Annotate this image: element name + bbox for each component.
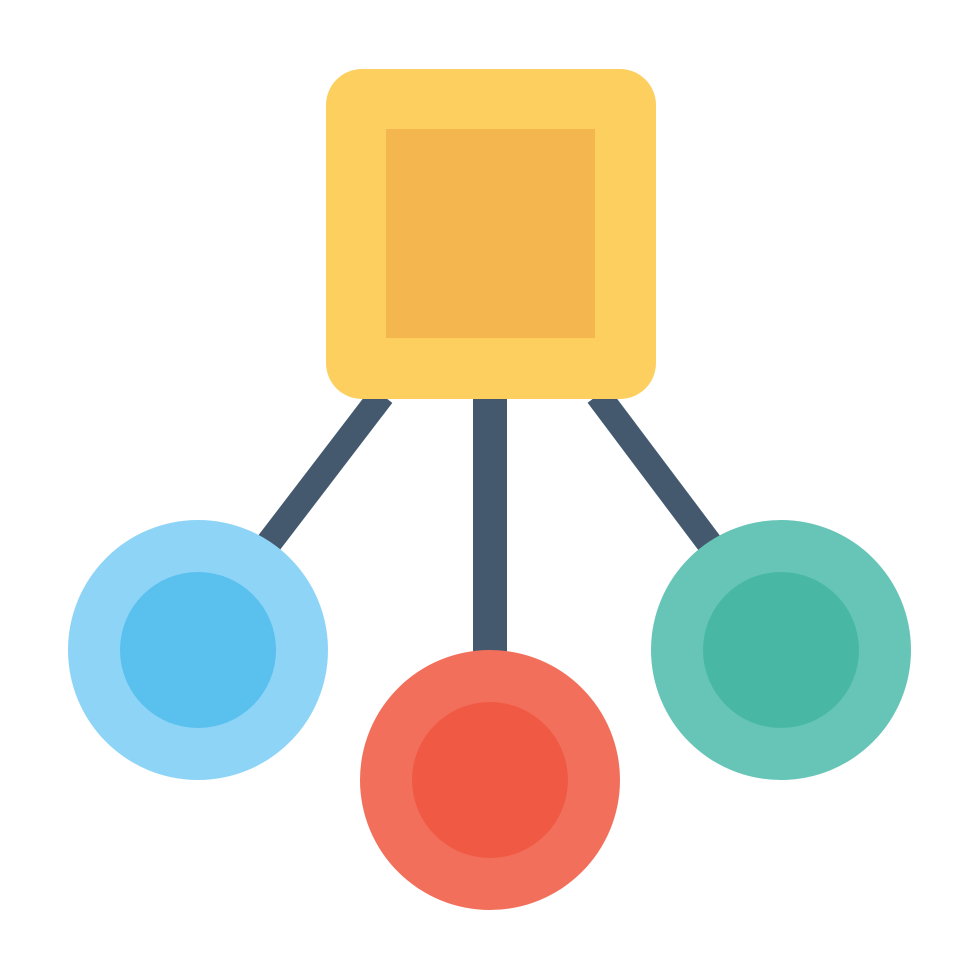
- right-child-node-icon: [651, 520, 911, 780]
- center-child-node-icon: [360, 650, 620, 910]
- center-child-inner: [412, 702, 568, 858]
- left-child-inner: [120, 572, 276, 728]
- left-child-node-icon: [68, 520, 328, 780]
- right-child-inner: [703, 572, 859, 728]
- connector-lines: [251, 387, 727, 660]
- root-node-inner: [386, 129, 595, 338]
- connector-left: [251, 387, 393, 560]
- connector-right: [587, 387, 727, 560]
- root-node-icon: [326, 69, 656, 399]
